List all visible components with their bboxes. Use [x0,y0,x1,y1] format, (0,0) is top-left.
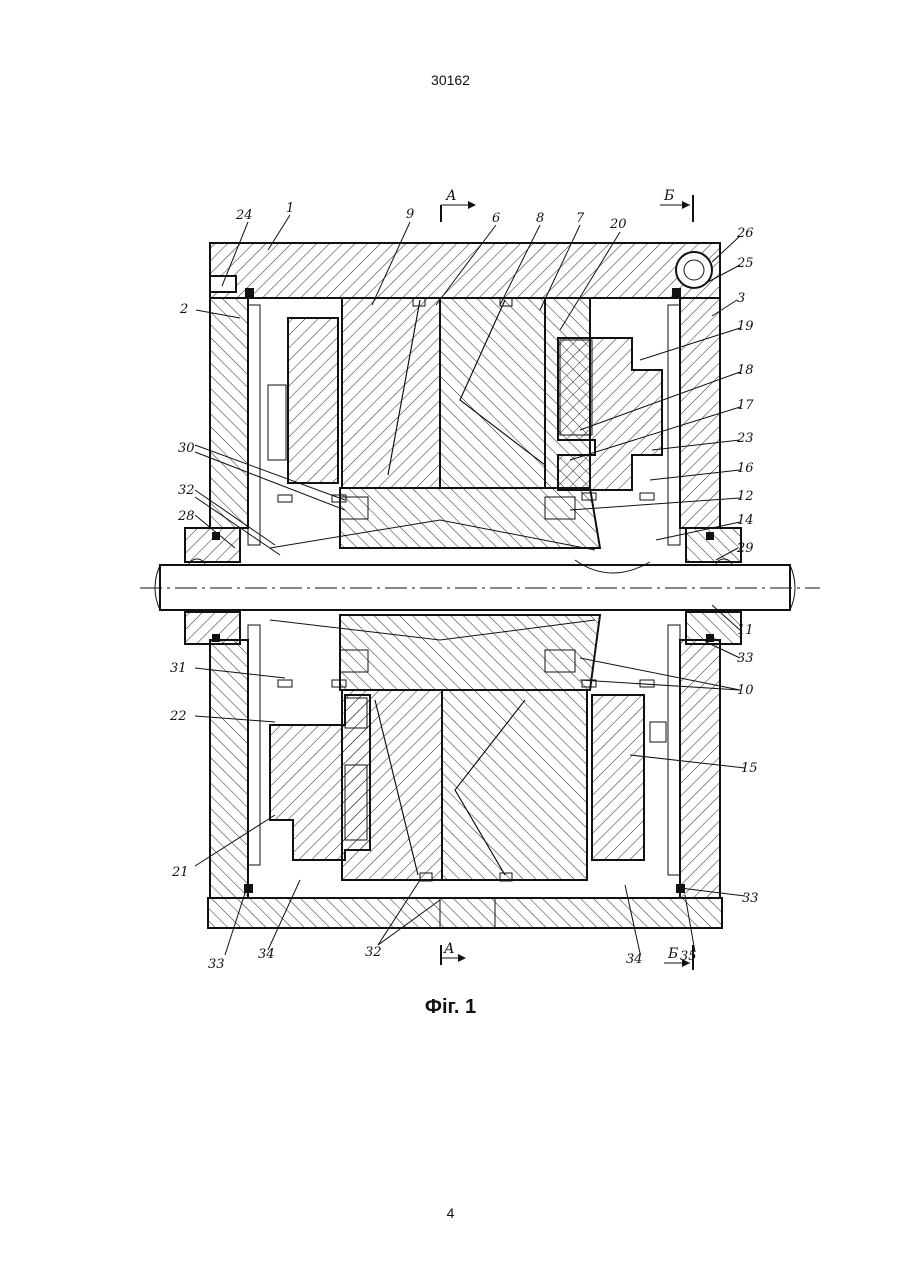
callout-11: 11 [737,623,754,638]
callout-25: 25 [736,256,754,271]
section-b-bottom: Б [667,946,678,962]
callout-19: 19 [737,319,754,334]
figure-caption: Фіг. 1 [0,996,901,1019]
callout-2: 2 [179,302,188,317]
callout-31: 31 [170,661,187,676]
callout-33-left: 33 [208,957,225,972]
page-number: 4 [0,1205,901,1221]
callout-33-lower-right: 33 [742,891,759,906]
callout-14: 14 [737,513,754,528]
callout-7: 7 [576,211,585,226]
callout-24: 24 [235,208,253,223]
callout-26: 26 [736,226,754,241]
callout-6: 6 [492,211,500,226]
shaft [140,560,820,610]
callout-17: 17 [737,398,754,413]
section-b-top: Б [663,188,674,204]
section-a-bottom: А [443,941,455,957]
callout-32: 32 [178,483,195,498]
callout-15: 15 [741,761,758,776]
callout-28: 28 [177,509,195,524]
callout-33-right: 33 [737,651,754,666]
callout-12: 12 [737,489,754,504]
callout-35: 35 [680,949,697,964]
callout-32-bottom: 32 [365,945,382,960]
callout-16: 16 [737,461,754,476]
callout-8: 8 [536,211,544,226]
callout-3: 3 [737,291,745,306]
callout-34-left: 34 [258,947,275,962]
callout-10: 10 [737,683,754,698]
callout-9: 9 [406,207,414,222]
callout-20: 20 [609,217,627,232]
callout-18: 18 [737,363,754,378]
callout-23: 23 [736,431,754,446]
fitting [676,252,712,288]
section-a-top: А [445,188,457,204]
callout-21: 21 [171,865,189,880]
callout-30: 30 [178,441,195,456]
callout-29: 29 [736,541,754,556]
callout-1: 1 [286,201,294,216]
callout-22: 22 [169,709,187,724]
callout-34-right: 34 [626,952,643,967]
